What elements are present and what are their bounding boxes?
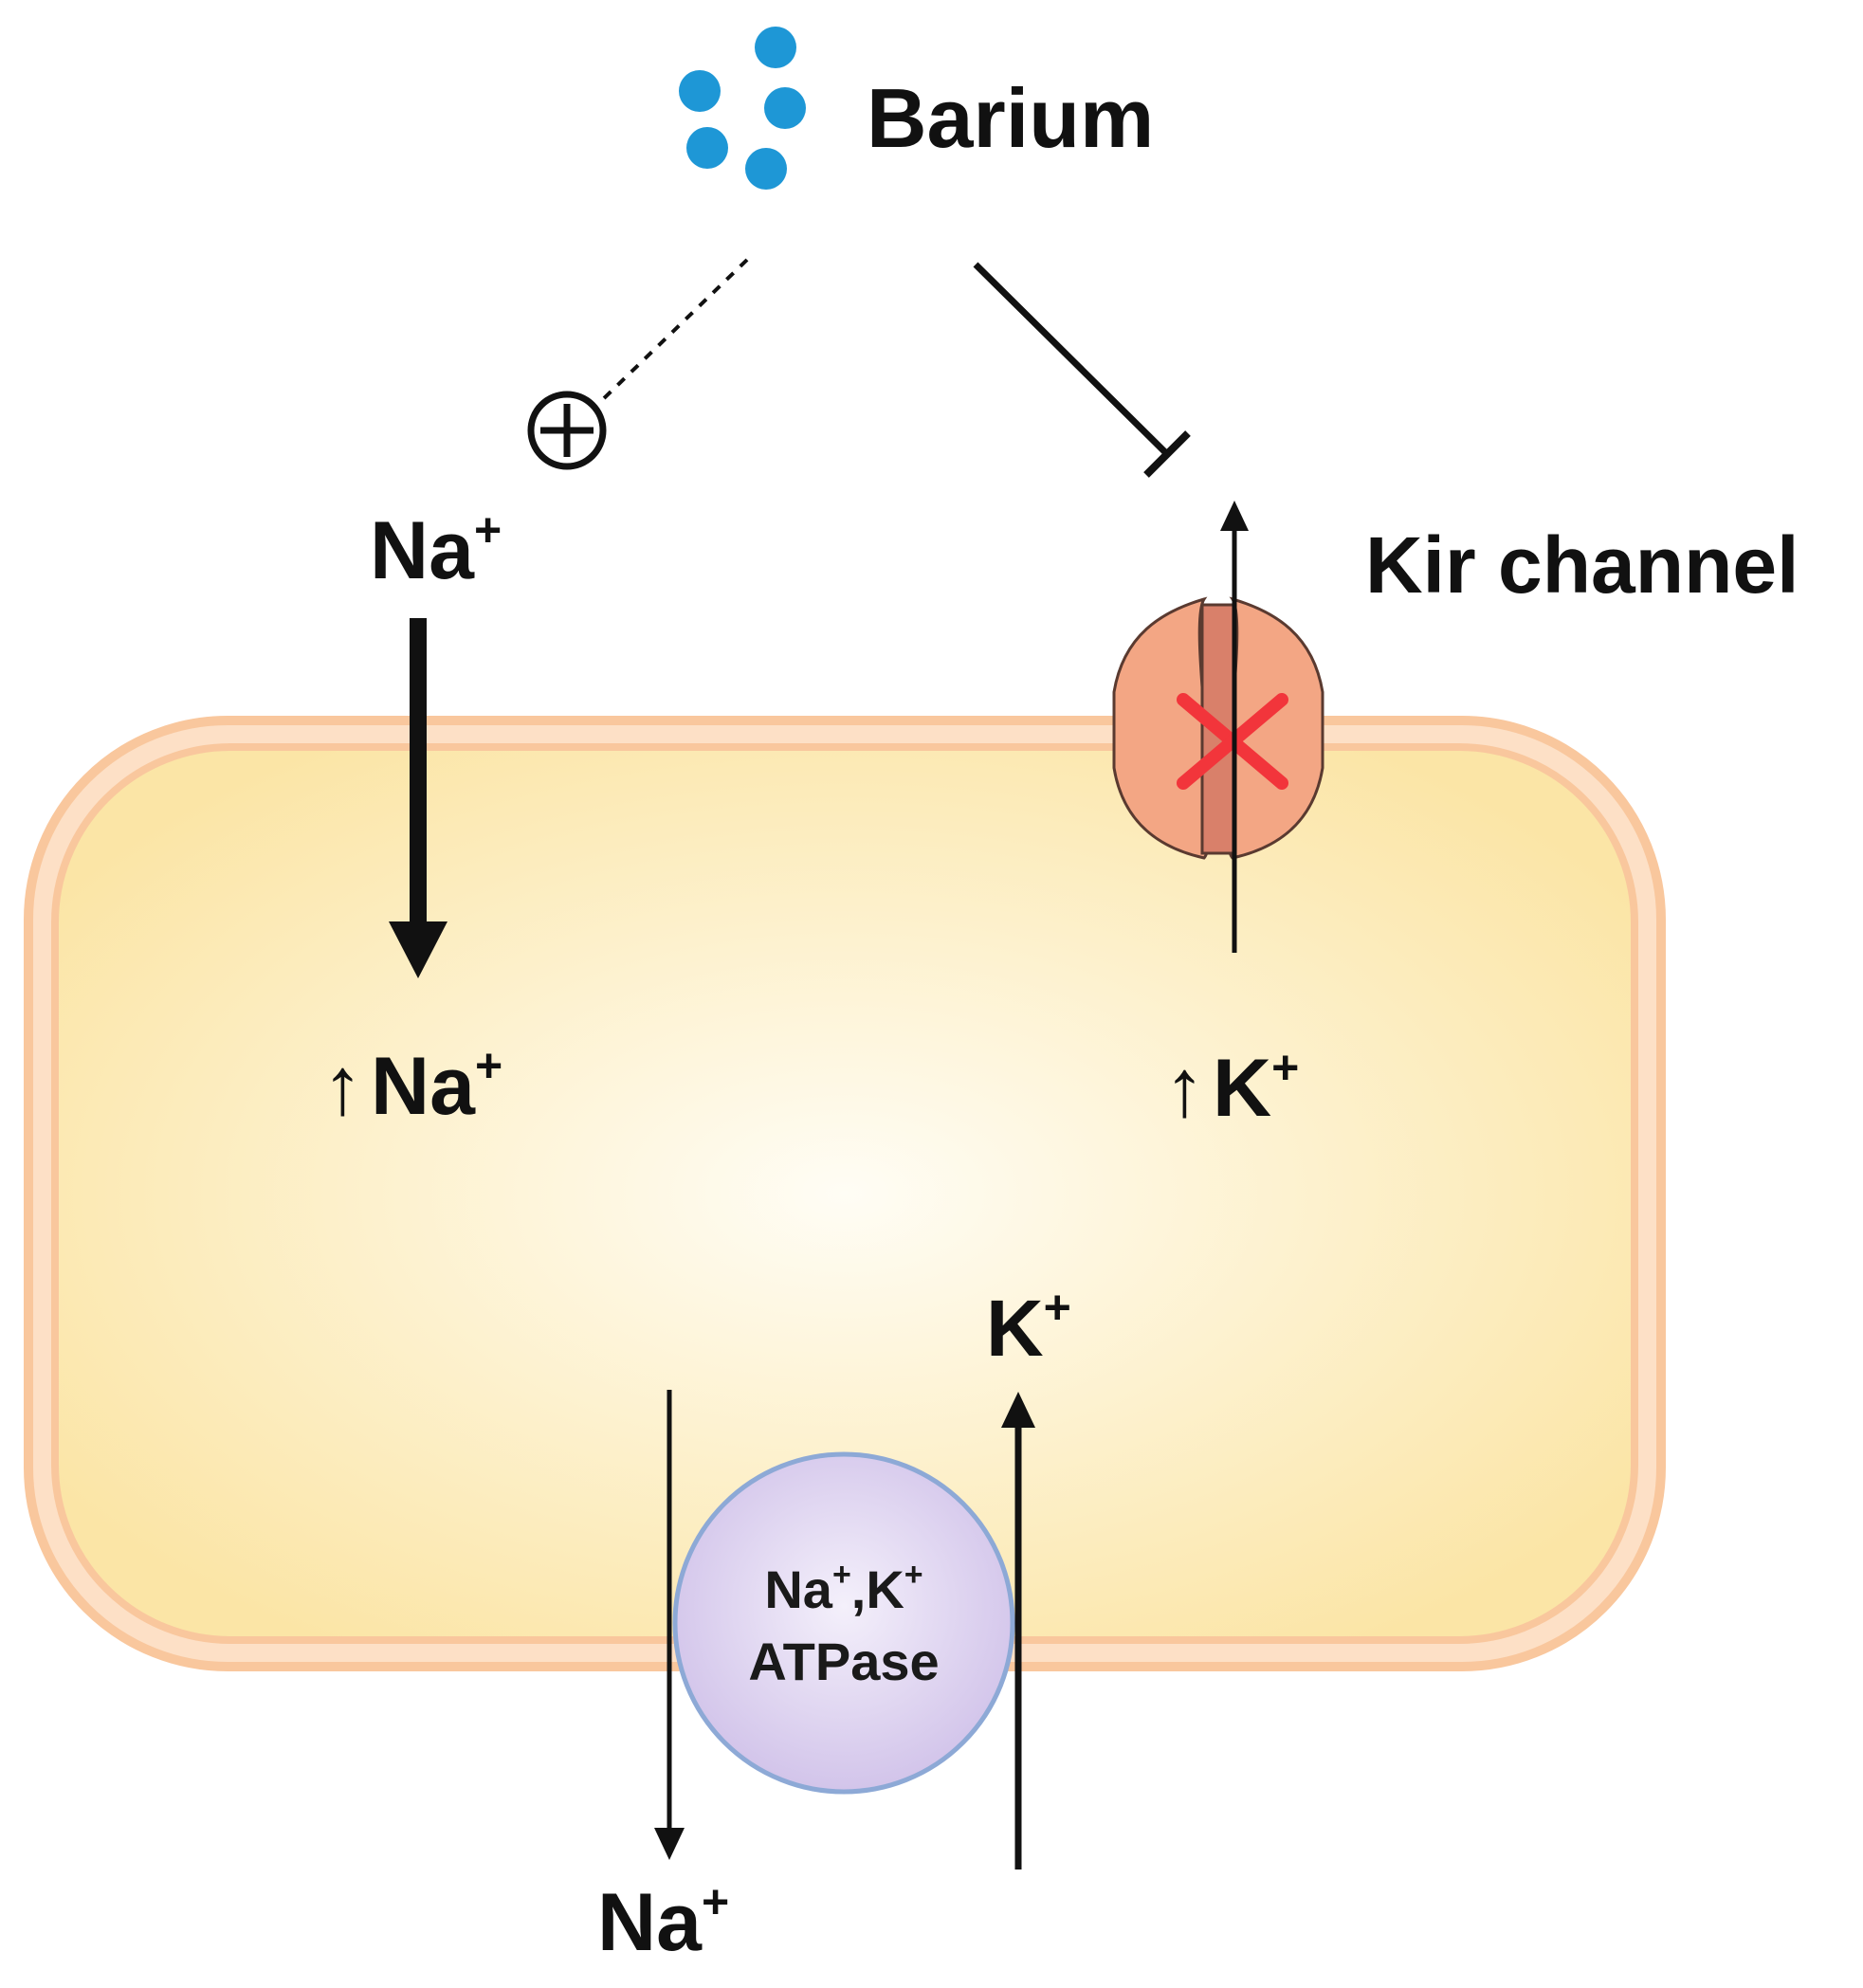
na-extracellular-label: Na+ <box>370 503 502 596</box>
na-increase-label: ↑Na+ <box>322 1039 502 1132</box>
na-bottom-label: Na+ <box>597 1875 729 1968</box>
k-influx-arrow <box>1001 1392 1035 1869</box>
activate-icon <box>527 391 607 470</box>
barium-icon <box>679 27 806 190</box>
na-influx-arrow <box>389 618 447 978</box>
barium-label: Barium <box>867 71 1154 165</box>
kir-channel <box>1112 596 1324 860</box>
k-efflux-arrow <box>1220 501 1249 953</box>
pump-label-line1: Na+,K+ <box>764 1557 922 1619</box>
inhibit-icon <box>973 262 1191 478</box>
pump-label-line2: ATPase <box>748 1632 939 1691</box>
na-k-atpase-pump: Na+,K+ ATPase <box>672 1451 1015 1795</box>
k-increase-label: ↑K+ <box>1164 1041 1299 1134</box>
na-efflux-arrow <box>654 1390 685 1860</box>
kir-channel-label: Kir channel <box>1365 520 1799 610</box>
activation-dotted-line <box>597 258 749 405</box>
k-pump-label: K+ <box>986 1281 1071 1373</box>
cell <box>24 716 1666 1671</box>
